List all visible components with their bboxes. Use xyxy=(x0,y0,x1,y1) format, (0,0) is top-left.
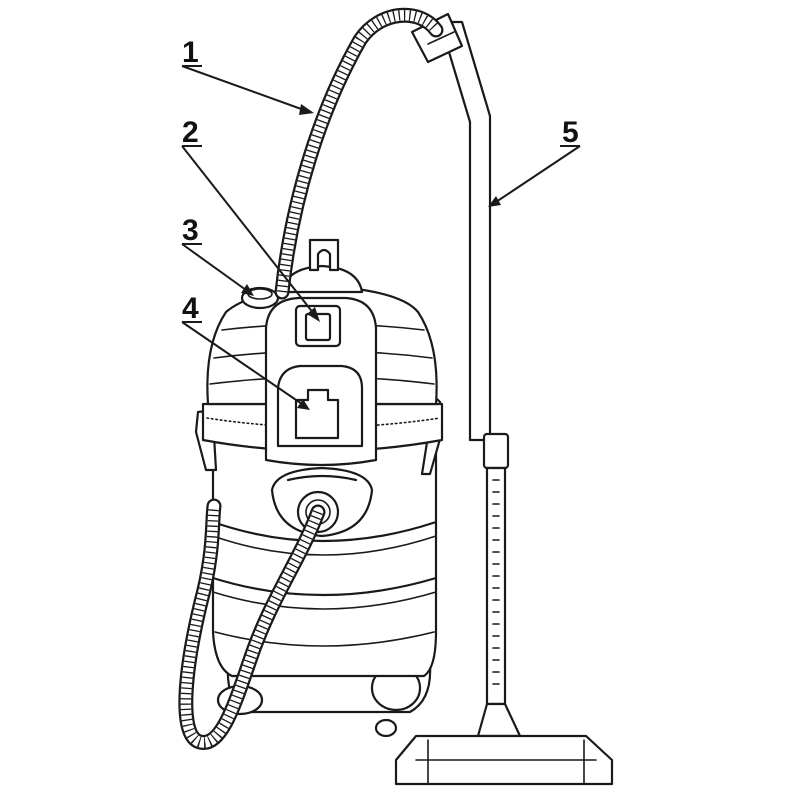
callout-1: 1 xyxy=(181,36,314,115)
handle xyxy=(294,388,340,440)
nozzle-neck xyxy=(476,702,522,738)
callout-4: 4 xyxy=(181,292,310,410)
drum-rib-2 xyxy=(211,576,438,597)
drum-rib-1b xyxy=(212,535,437,556)
callout-4-label: 4 xyxy=(182,292,199,325)
inlet-arc xyxy=(286,474,358,482)
floor-nozzle-ends xyxy=(427,739,585,785)
tube-notches xyxy=(492,479,500,685)
callout-3: 3 xyxy=(181,214,254,296)
tube-joint xyxy=(482,432,510,470)
drum-rib-3 xyxy=(214,631,435,647)
callout-5-label: 5 xyxy=(562,116,579,149)
drum-rib-2b xyxy=(212,591,437,610)
cord-hook xyxy=(308,238,340,272)
vacuum-body xyxy=(194,238,444,738)
callout-5: 5 xyxy=(488,116,581,207)
drum-rib-1 xyxy=(211,520,438,543)
caster-wheel-front xyxy=(374,718,398,738)
extension-tube-assembly xyxy=(394,12,614,786)
callout-2-label: 2 xyxy=(182,116,199,149)
callout-2: 2 xyxy=(181,116,320,322)
extension-tube-upper xyxy=(438,20,492,442)
callout-3-label: 3 xyxy=(182,214,199,247)
extension-tube-cuff-band xyxy=(427,31,455,45)
callout-1-label: 1 xyxy=(182,36,199,69)
flexible-hose xyxy=(178,7,444,750)
power-switch xyxy=(304,312,332,342)
